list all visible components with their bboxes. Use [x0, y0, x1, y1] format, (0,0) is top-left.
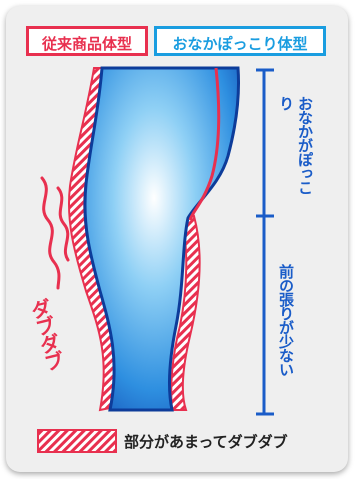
diagram-card: 従来商品体型 おなかぽっこり体型	[6, 6, 348, 472]
belly-section-label: おなかがぽっこり	[276, 96, 314, 206]
wavy-lines-decoration	[42, 178, 68, 288]
front-section-label: 前の張りが少ない	[276, 264, 295, 404]
legend-text: 部分があまってダブダブ	[124, 431, 288, 452]
leg-diagram	[6, 6, 348, 472]
measurement-bar	[256, 70, 274, 414]
legend-hatch-swatch	[38, 430, 116, 452]
